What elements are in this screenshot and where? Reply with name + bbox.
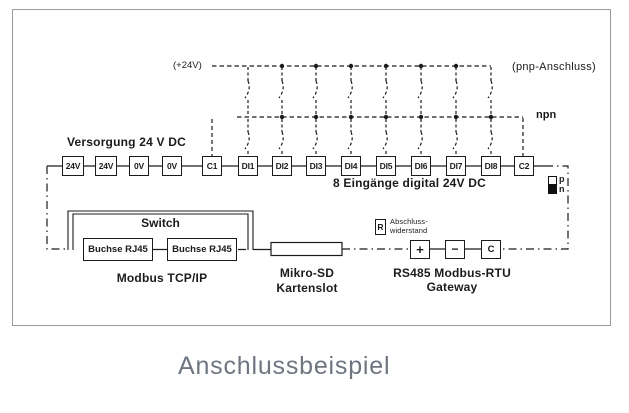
terminal-di5: DI5 — [376, 156, 396, 176]
rs485-common-terminal: C — [481, 239, 501, 259]
switch-label-wrap: Switch — [68, 216, 253, 230]
terminal-di6: DI6 — [411, 156, 431, 176]
terminal-di3: DI3 — [306, 156, 326, 176]
rj45-port-1: Buchse RJ45 — [83, 238, 153, 261]
terminal-di8: DI8 — [481, 156, 501, 176]
termination-resistor-box: R — [375, 219, 386, 235]
rj45-port-2: Buchse RJ45 — [167, 238, 237, 261]
junction-dots — [279, 63, 494, 120]
rs485-label-line1: RS485 Modbus-RTU — [393, 266, 511, 280]
npn-switch-position — [548, 185, 557, 194]
n-label: n — [559, 184, 565, 194]
terminal-di2: DI2 — [272, 156, 292, 176]
pnp-label: (pnp-Anschluss) — [512, 61, 596, 73]
sd-label-line1: Mikro-SD — [279, 266, 335, 280]
terminal-c2: C2 — [514, 156, 534, 176]
terminal-0v-2: 0V — [162, 156, 182, 176]
pnp-switch-position — [548, 176, 557, 185]
switch-label: Switch — [141, 216, 180, 230]
termination-resistor-note: Abschluss- widerstand — [390, 217, 428, 235]
sd-slot-box — [270, 241, 343, 257]
terminal-c1: C1 — [202, 156, 222, 176]
plus24v-label: (+24V) — [173, 60, 202, 71]
bottom-row-connectors — [153, 248, 481, 251]
lower-contact-stubs-bottom — [247, 151, 492, 156]
npn-label: npn — [536, 109, 557, 121]
digital-inputs-label: 8 Eingänge digital 24V DC — [333, 176, 487, 190]
rs485-minus-terminal: − — [445, 239, 465, 259]
switch-outline-outer — [67, 210, 254, 250]
rs485-plus-terminal: + — [410, 239, 430, 259]
modbus-tcpip-label: Modbus TCP/IP — [116, 271, 208, 285]
p-label: p — [559, 174, 565, 184]
upper-contact-stubs-top — [247, 67, 492, 81]
switch-outline-inner — [72, 213, 249, 250]
terminal-24v-2: 24V — [95, 156, 117, 176]
lower-contact-stubs-top — [247, 119, 492, 132]
right-link-line — [502, 165, 569, 250]
figure-caption: Anschlussbeispiel — [178, 352, 391, 380]
terminal-di4: DI4 — [341, 156, 361, 176]
upper-contact-arcs — [244, 80, 493, 99]
upper-contact-stubs-bottom — [247, 100, 492, 115]
terminal-0v-1: 0V — [129, 156, 149, 176]
sd-label-line2: Kartenslot — [276, 281, 338, 295]
terminal-24v-1: 24V — [62, 156, 84, 176]
rs485-label-line2: Gateway — [426, 280, 478, 294]
terminal-di1: DI1 — [238, 156, 258, 176]
lower-contact-arcs — [244, 131, 493, 150]
common-terminal-stubs — [211, 118, 524, 156]
terminal-di7: DI7 — [446, 156, 466, 176]
power-supply-label: Versorgung 24 V DC — [67, 135, 186, 149]
left-link-line — [46, 166, 68, 250]
